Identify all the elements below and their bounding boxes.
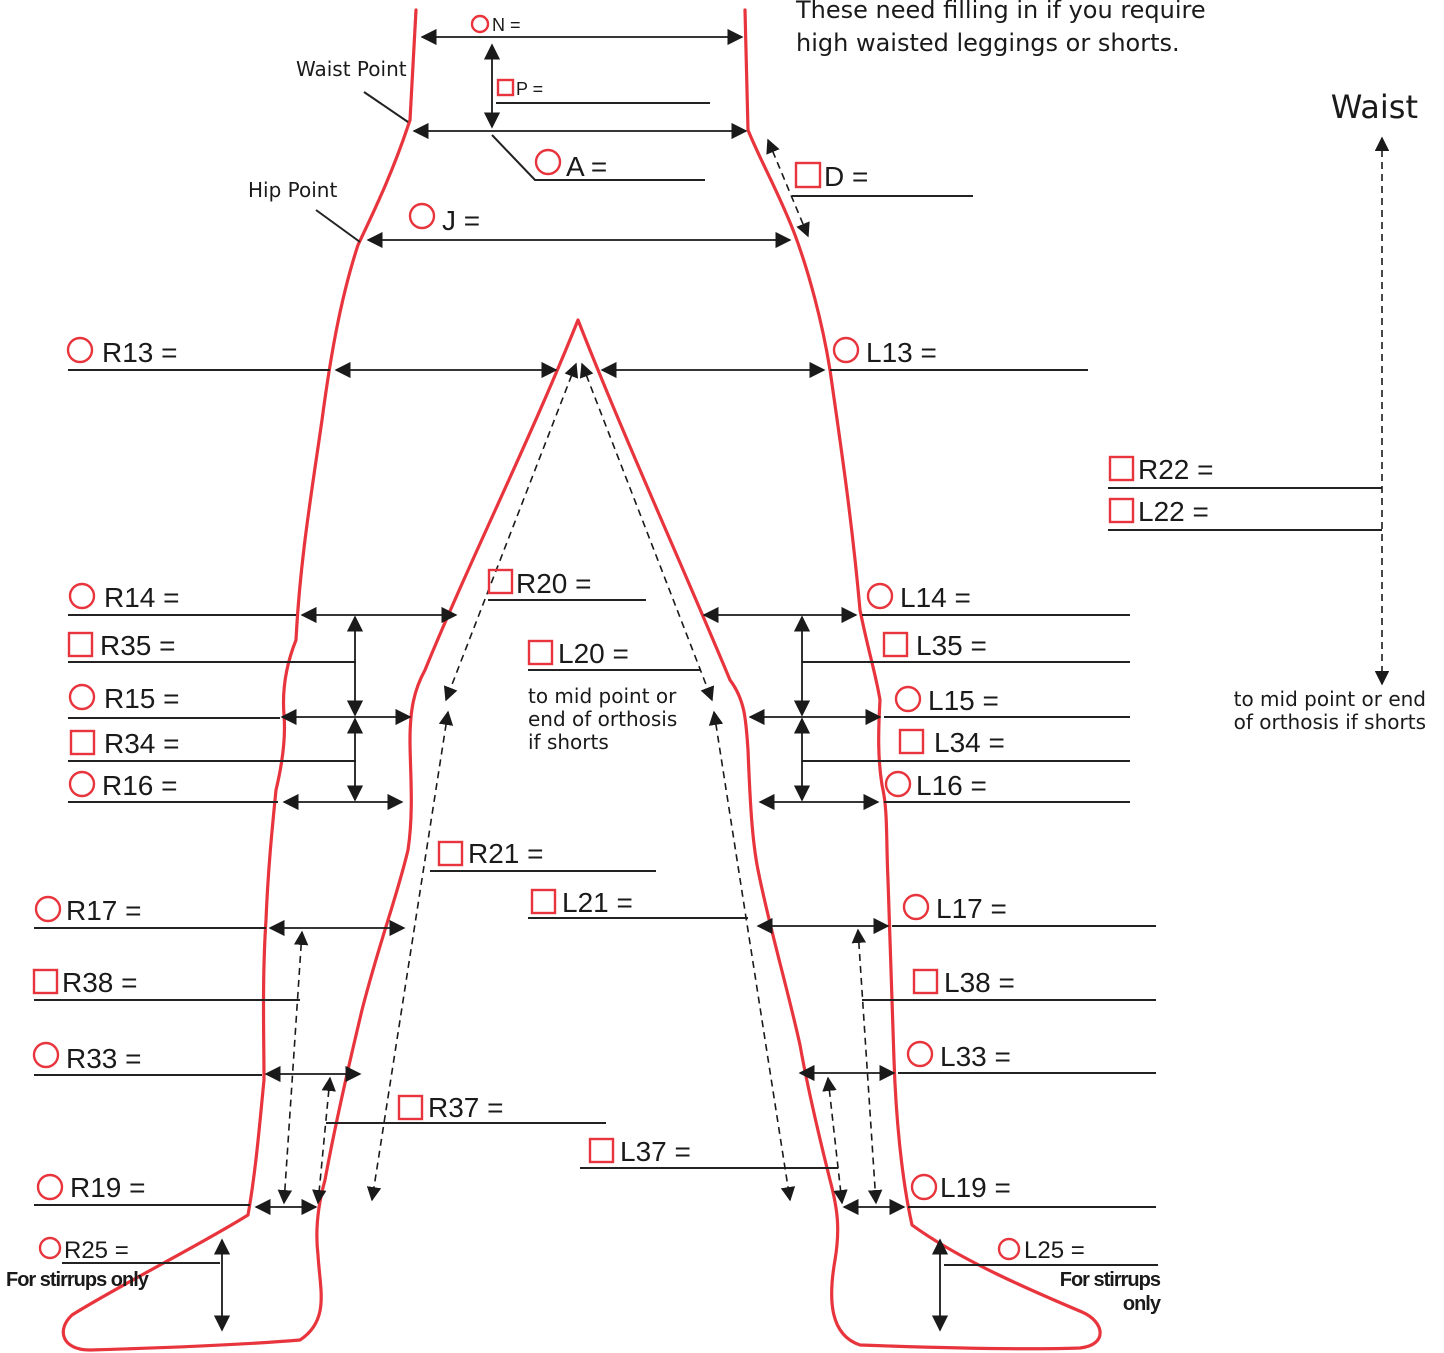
stirrup-note-right: For stirrups only <box>6 1269 150 1291</box>
square-marker-R34[interactable] <box>69 729 96 756</box>
waist-length-indicator <box>1108 136 1390 686</box>
right-leg-lines <box>34 361 656 1332</box>
circle-marker-L14[interactable] <box>866 582 894 610</box>
circle-marker-L25[interactable] <box>997 1237 1021 1261</box>
waist-point-leader <box>363 91 409 123</box>
circle-marker-L16[interactable] <box>884 770 912 798</box>
circle-marker-N[interactable] <box>470 14 490 34</box>
label-L25: L25 = <box>1024 1237 1085 1264</box>
square-marker-P[interactable] <box>496 78 515 97</box>
circle-marker-L13[interactable] <box>832 336 860 364</box>
label-L21: L21 = <box>562 887 633 918</box>
label-R16: R16 = <box>102 770 178 801</box>
label-L14: L14 = <box>900 582 971 613</box>
circle-marker-J[interactable] <box>408 202 436 230</box>
side-note-line1: to mid point or end <box>1234 687 1426 711</box>
text-labels: These need filling in if you require hig… <box>6 0 1426 1315</box>
label-R19: R19 = <box>70 1172 146 1203</box>
label-L38: L38 = <box>944 967 1015 998</box>
label-D: D = <box>824 161 868 192</box>
label-R22: R22 = <box>1138 454 1214 485</box>
leader-A <box>491 134 705 181</box>
hip-point-label: Hip Point <box>248 178 337 202</box>
header-note-line2: high waisted leggings or shorts. <box>796 29 1180 57</box>
left-leg-lines <box>528 361 1158 1332</box>
label-N: N = <box>492 15 521 35</box>
label-L34: L34 = <box>934 727 1005 758</box>
square-marker-R21[interactable] <box>437 840 464 867</box>
label-L33: L33 = <box>940 1041 1011 1072</box>
label-R15: R15 = <box>104 683 180 714</box>
label-L16: L16 = <box>916 770 987 801</box>
circle-marker-R16[interactable] <box>68 770 96 798</box>
label-L35: L35 = <box>916 630 987 661</box>
circle-marker-L19[interactable] <box>910 1173 938 1201</box>
circle-marker-R17[interactable] <box>34 895 62 923</box>
hip-point-leader <box>315 209 361 243</box>
square-marker-L34[interactable] <box>898 728 925 755</box>
square-marker-L21[interactable] <box>530 888 557 915</box>
circle-marker-A[interactable] <box>534 148 562 176</box>
label-R34: R34 = <box>104 728 180 759</box>
waist-title: Waist <box>1331 88 1418 126</box>
square-marker-R35[interactable] <box>67 631 94 658</box>
label-L19: L19 = <box>940 1172 1011 1203</box>
label-R14: R14 = <box>104 582 180 613</box>
square-marker-L35[interactable] <box>882 631 909 658</box>
circle-marker-L17[interactable] <box>902 893 930 921</box>
right-leg-outer-outline <box>61 8 1102 1352</box>
circle-marker-L15[interactable] <box>894 685 922 713</box>
square-marker-R37[interactable] <box>397 1094 424 1121</box>
label-R21: R21 = <box>468 838 544 869</box>
center-note-line1: to mid point or <box>528 684 677 708</box>
circle-marker-R33[interactable] <box>32 1041 60 1069</box>
label-L22: L22 = <box>1138 496 1209 527</box>
label-R25: R25 = <box>64 1237 129 1264</box>
waist-point-label: Waist Point <box>296 57 407 81</box>
square-marker-R38[interactable] <box>32 968 59 995</box>
label-L37: L37 = <box>620 1136 691 1167</box>
circle-marker-L33[interactable] <box>906 1040 934 1068</box>
label-R17: R17 = <box>66 895 142 926</box>
label-P: P = <box>516 79 543 99</box>
circle-marker-R19[interactable] <box>36 1173 64 1201</box>
dim-arrow-D <box>766 138 810 238</box>
circle-marker-R14[interactable] <box>68 582 96 610</box>
label-L20: L20 = <box>558 638 629 669</box>
square-marker-L38[interactable] <box>912 968 939 995</box>
stirrup-note-left-line2: only <box>1123 1293 1162 1315</box>
circle-marker-R13[interactable] <box>66 336 94 364</box>
circle-marker-R25[interactable] <box>38 1236 62 1260</box>
waist-dimensions <box>315 28 973 249</box>
circle-marker-R15[interactable] <box>68 683 96 711</box>
square-marker-L22[interactable] <box>1108 497 1135 524</box>
stirrup-note-left-line1: For stirrups <box>1060 1269 1161 1291</box>
label-A: A = <box>566 151 607 182</box>
body-outline <box>61 8 1102 1352</box>
side-note-line2: of orthosis if shorts <box>1234 710 1426 734</box>
label-L13: L13 = <box>866 337 937 368</box>
label-R35: R35 = <box>100 630 176 661</box>
label-R13: R13 = <box>102 337 178 368</box>
square-marker-D[interactable] <box>794 161 822 189</box>
header-note-line1: These need filling in if you require <box>795 0 1206 24</box>
input-markers <box>32 14 1135 1261</box>
label-R33: R33 = <box>66 1043 142 1074</box>
square-marker-R20[interactable] <box>487 568 514 595</box>
center-note-line3: if shorts <box>528 730 609 754</box>
square-marker-R22[interactable] <box>1108 455 1135 482</box>
label-R38: R38 = <box>62 967 138 998</box>
square-marker-L37[interactable] <box>588 1137 615 1164</box>
label-R37: R37 = <box>428 1092 504 1123</box>
label-L15: L15 = <box>928 685 999 716</box>
label-J: J = <box>442 205 480 236</box>
label-L17: L17 = <box>936 893 1007 924</box>
center-note-line2: end of orthosis <box>528 707 677 731</box>
square-marker-L20[interactable] <box>527 639 554 666</box>
label-R20: R20 = <box>516 568 592 599</box>
